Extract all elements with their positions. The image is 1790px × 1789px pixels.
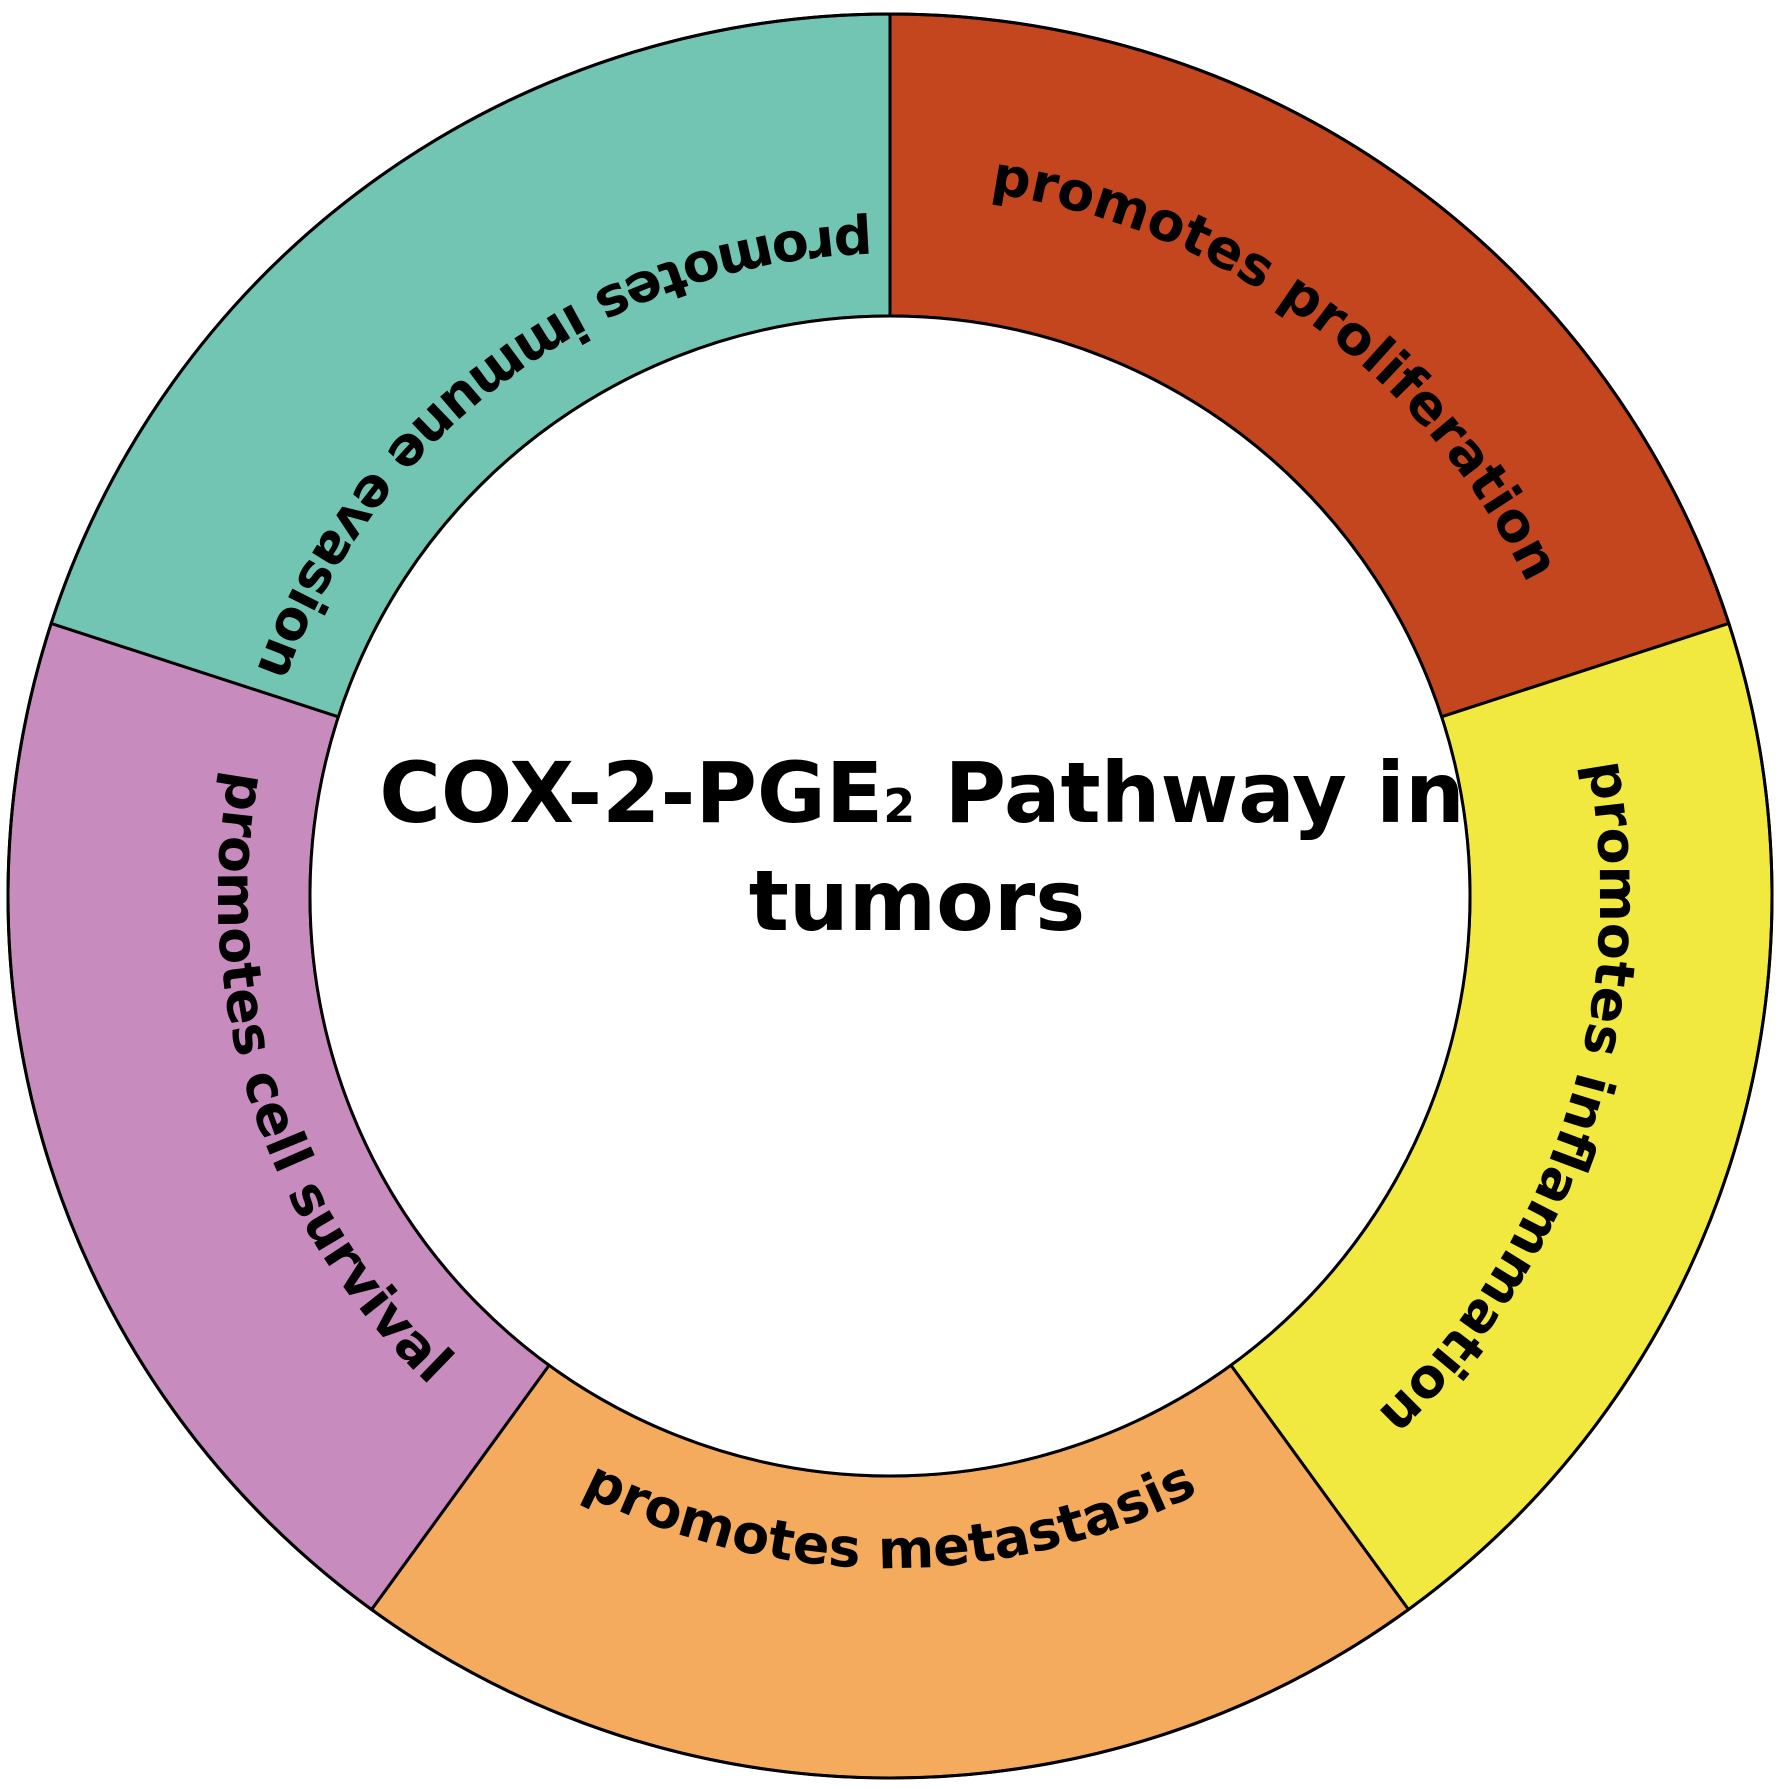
center-title-line1: COX-2-PGE2 Pathway in: [379, 744, 1465, 842]
center-title-line2: tumors: [749, 852, 1086, 950]
center-title-group: COX-2-PGE2 Pathway in tumors: [379, 744, 1465, 950]
center-title-post: Pathway in: [915, 744, 1465, 842]
outer-circle: [6, 12, 1774, 1780]
inner-circle: [308, 314, 1472, 1478]
ring-segments: [6, 12, 1774, 1780]
center-title-subscript: 2: [883, 779, 915, 833]
center-title-pre: COX-2-PGE: [379, 744, 883, 842]
